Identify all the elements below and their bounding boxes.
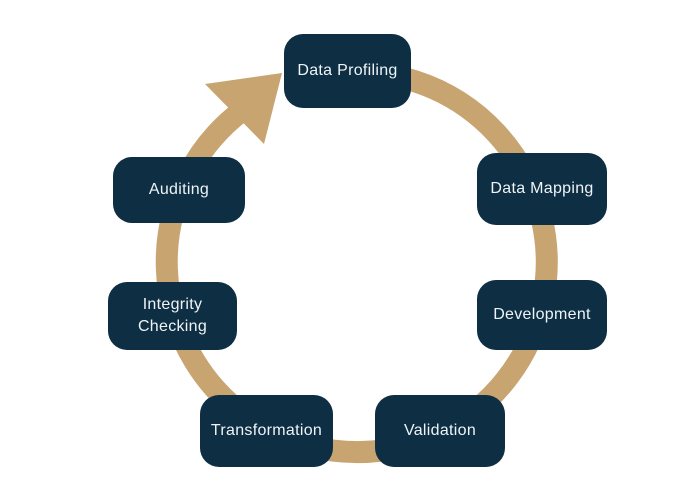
node-transformation-label: Transformation — [210, 422, 323, 440]
node-validation: Validation — [375, 395, 505, 467]
node-data-mapping: Data Mapping — [477, 153, 607, 225]
node-transformation: Transformation — [200, 395, 333, 467]
node-integrity-checking: Integrity Checking — [108, 282, 237, 350]
node-data-profiling-label: Data Profiling — [297, 62, 398, 80]
node-development-label: Development — [493, 306, 591, 324]
node-integrity-checking-label: Integrity Checking — [137, 296, 208, 335]
node-auditing-label: Auditing — [148, 181, 210, 199]
node-validation-label: Validation — [403, 422, 477, 440]
cycle-arrowhead-icon — [205, 73, 282, 144]
node-auditing: Auditing — [113, 157, 245, 223]
node-data-profiling: Data Profiling — [284, 34, 411, 108]
node-development: Development — [477, 280, 607, 350]
node-data-mapping-label: Data Mapping — [490, 180, 594, 198]
